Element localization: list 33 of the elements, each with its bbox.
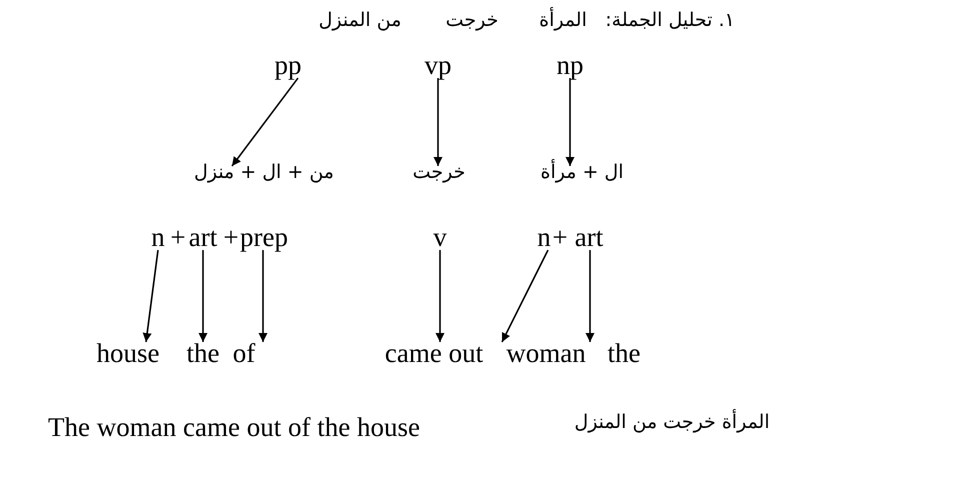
tree-label: art	[574, 222, 604, 254]
tree-label: came out	[384, 338, 484, 370]
tree-label: pp	[274, 50, 302, 82]
tree-label: the	[608, 338, 640, 370]
tree-label: خرجت	[412, 162, 466, 184]
tree-label: art	[188, 222, 218, 254]
arrow	[198, 250, 208, 342]
arrow	[434, 78, 442, 166]
text-label: من المنزل	[318, 10, 402, 32]
tree-label: من + ال + منزل	[194, 162, 334, 184]
tree-label: woman	[506, 338, 586, 370]
arrow	[231, 78, 299, 166]
tree-label: the	[186, 338, 220, 370]
tree-label: v	[433, 222, 447, 254]
text-label: +	[223, 222, 239, 254]
text-label: The woman came out of the house	[48, 412, 420, 444]
arrow	[501, 250, 549, 342]
arrow	[436, 250, 444, 342]
arrow	[142, 250, 159, 342]
tree-label: prep	[240, 222, 288, 254]
tree-label: house	[96, 338, 160, 370]
text-label: +	[170, 222, 186, 254]
tree-label: n	[537, 222, 551, 254]
arrow	[566, 78, 574, 166]
text-label: خرجت	[446, 10, 498, 32]
tree-label: vp	[424, 50, 452, 82]
text-label: +	[552, 222, 568, 254]
arrow	[586, 250, 594, 342]
tree-label: np	[556, 50, 584, 82]
arrow	[258, 250, 268, 342]
tree-label: of	[232, 338, 256, 370]
tree-label: n	[151, 222, 165, 254]
text-label: ١. تحليل الجملة:	[605, 10, 735, 32]
